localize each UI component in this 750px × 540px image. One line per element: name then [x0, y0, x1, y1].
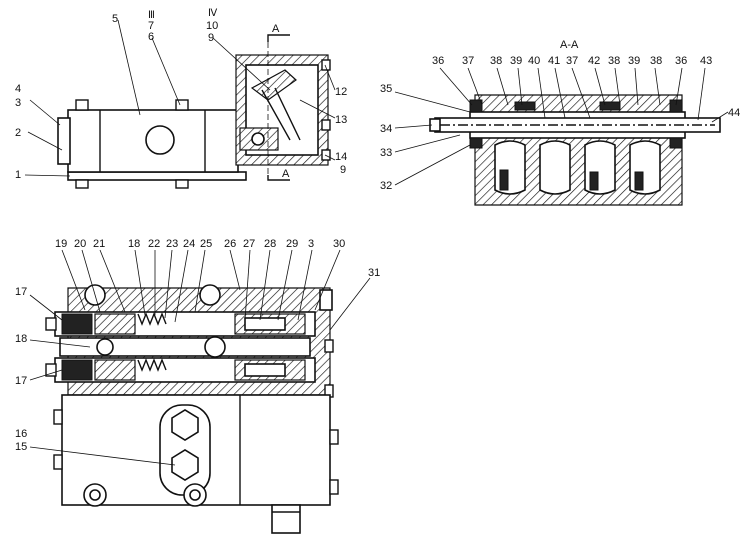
- callout-44: 44: [728, 107, 740, 119]
- callout-39a: 39: [510, 55, 522, 67]
- callout-5: 5: [112, 13, 118, 25]
- callout-43: 43: [700, 55, 712, 67]
- callout-20: 20: [74, 238, 86, 250]
- callout-18b: 18: [15, 333, 27, 345]
- side-view-labels: 5 Ⅲ 7 6 Ⅳ 10 9 4 3 2 1 12 13 14 9 А А: [15, 8, 347, 181]
- callout-32: 32: [380, 180, 392, 192]
- callout-38b: 38: [608, 55, 620, 67]
- side-view-leaders: [24, 19, 336, 177]
- callout-38c: 38: [650, 55, 662, 67]
- callout-15: 15: [15, 441, 27, 453]
- callout-14: 14: [335, 151, 347, 163]
- callout-41: 41: [548, 55, 560, 67]
- base-plate: [67, 171, 247, 181]
- end-cap: [57, 117, 71, 165]
- callout-2: 2: [15, 127, 21, 139]
- callout-17a: 17: [15, 286, 27, 298]
- section-title: А-А: [560, 39, 579, 51]
- callout-6: 6: [148, 31, 154, 43]
- callout-III: Ⅲ: [148, 10, 155, 21]
- hex-plug-top: [171, 409, 199, 441]
- callout-4: 4: [15, 83, 21, 95]
- callout-38a: 38: [490, 55, 502, 67]
- hex-plug-bottom: [171, 449, 199, 481]
- callout-16: 16: [15, 428, 27, 440]
- callout-30: 30: [333, 238, 345, 250]
- section-leaders: [394, 67, 729, 186]
- callout-37b: 37: [566, 55, 578, 67]
- callout-33: 33: [380, 147, 392, 159]
- callout-IV: Ⅳ: [208, 8, 218, 19]
- callout-17b: 17: [15, 375, 27, 387]
- shaft-end: [271, 504, 301, 534]
- callout-12: 12: [335, 86, 347, 98]
- callout-28: 28: [264, 238, 276, 250]
- callout-31: 31: [368, 267, 380, 279]
- callout-24: 24: [183, 238, 195, 250]
- callout-42: 42: [588, 55, 600, 67]
- callout-37a: 37: [462, 55, 474, 67]
- callout-3a: 3: [15, 97, 21, 109]
- section-labels: 36 37 38 39 40 41 37 42 38 39 38 36 43 3…: [380, 55, 740, 192]
- callout-25: 25: [200, 238, 212, 250]
- callout-7: 7: [148, 20, 154, 32]
- bottom-view-labels: 19 20 21 18 22 23 24 25 26 27 28 29 3 30…: [15, 238, 380, 453]
- body-port: [145, 125, 175, 155]
- callout-9b: 9: [340, 164, 346, 176]
- section-marker-a-bottom: А: [282, 168, 290, 180]
- callout-3b: 3: [308, 238, 314, 250]
- callout-13: 13: [335, 114, 347, 126]
- callout-39b: 39: [628, 55, 640, 67]
- callout-18a: 18: [128, 238, 140, 250]
- callout-35: 35: [380, 83, 392, 95]
- callout-36b: 36: [675, 55, 687, 67]
- callout-21: 21: [93, 238, 105, 250]
- callout-26: 26: [224, 238, 236, 250]
- callout-23: 23: [166, 238, 178, 250]
- side-view: [57, 34, 331, 189]
- callout-9a: 9: [208, 32, 214, 44]
- callout-40: 40: [528, 55, 540, 67]
- callout-34: 34: [380, 123, 392, 135]
- section-a-a-view: А-А: [429, 39, 721, 206]
- section-marker-a-top: А: [272, 23, 280, 35]
- callout-27: 27: [243, 238, 255, 250]
- callout-36a: 36: [432, 55, 444, 67]
- callout-19: 19: [55, 238, 67, 250]
- bottom-view: [45, 284, 339, 534]
- callout-29: 29: [286, 238, 298, 250]
- chamber-2: [539, 140, 571, 195]
- callout-22: 22: [148, 238, 160, 250]
- callout-1: 1: [15, 169, 21, 181]
- callout-10: 10: [206, 20, 218, 32]
- bottom-view-leaders: [29, 249, 371, 466]
